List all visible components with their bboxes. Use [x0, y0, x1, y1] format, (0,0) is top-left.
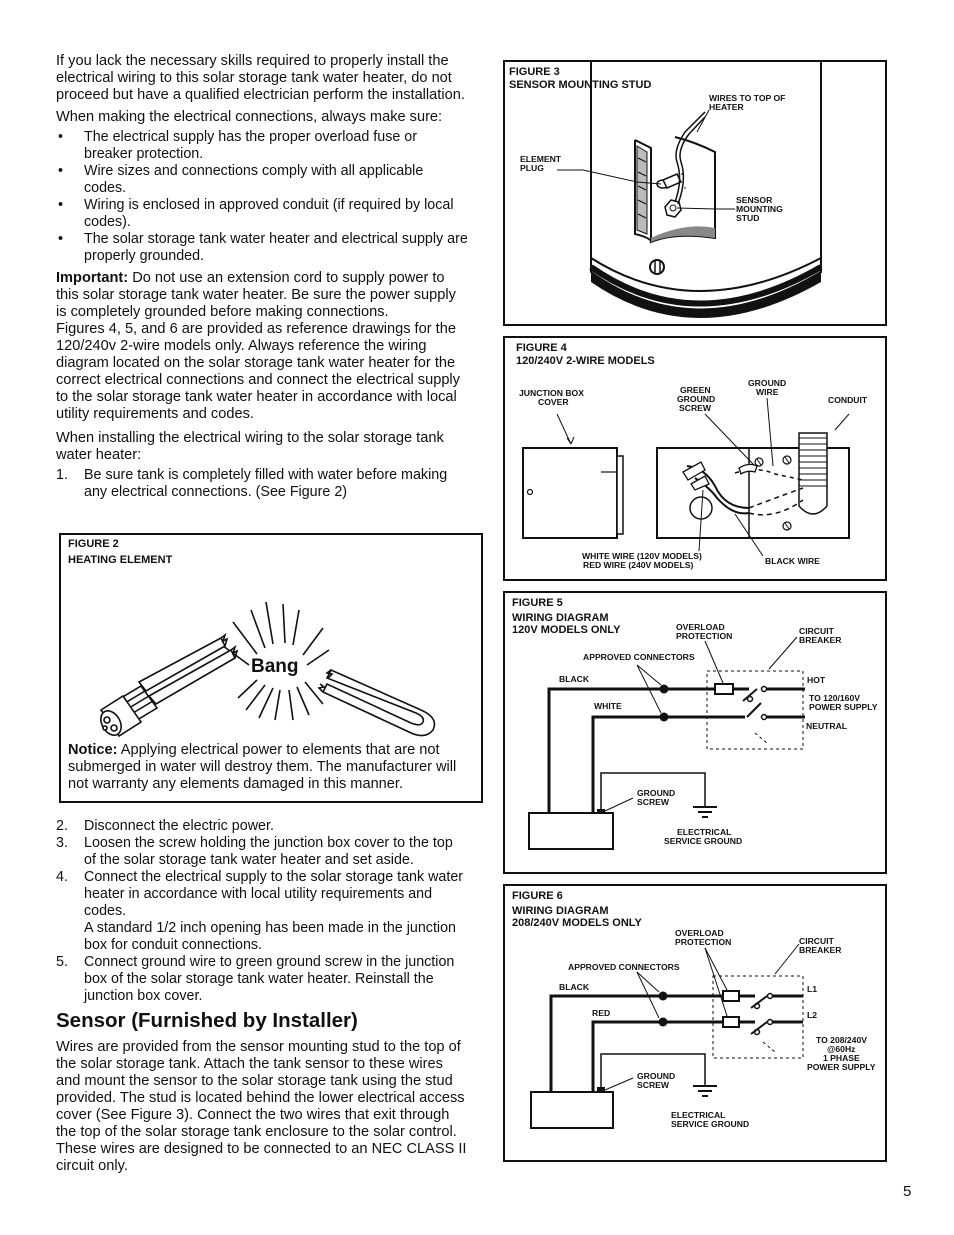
label-breaker-2: BREAKER — [799, 945, 842, 955]
requirements-list: •The electrical supply has the proper ov… — [56, 129, 468, 265]
label-sensor-3: STUD — [736, 213, 759, 223]
steps-list-b: 2.Disconnect the electric power. 3.Loose… — [56, 818, 468, 1005]
label-ground-screw-2: SCREW — [637, 797, 670, 807]
label-black: BLACK — [559, 982, 590, 992]
label-sensor-2: MOUNTING — [736, 204, 783, 214]
label-white-wire: WHITE WIRE (120V MODELS) — [582, 551, 702, 561]
sensor-heading: Sensor (Furnished by Installer) — [56, 1009, 358, 1032]
label-red: RED — [592, 1008, 610, 1018]
figure-number: FIGURE 5 — [512, 597, 563, 609]
label-green-screw-3: SCREW — [679, 403, 712, 413]
label-jb-cover: JUNCTION BOX — [519, 388, 584, 398]
list-item: 2.Disconnect the electric power. — [56, 818, 274, 834]
label-green-screw: GREEN — [680, 385, 711, 395]
figure-title-2: 208/240V MODELS ONLY — [512, 917, 642, 929]
label-conduit: CONDUIT — [828, 395, 868, 405]
label-ground-wire: GROUND — [748, 378, 786, 388]
label-element-plug-2: PLUG — [520, 163, 544, 173]
label-green-screw-2: GROUND — [677, 394, 715, 404]
label-to-supply-2: @60Hz — [827, 1044, 855, 1054]
label-connectors: APPROVED CONNECTORS — [568, 962, 680, 972]
list-item: •Wiring is enclosed in approved conduit … — [58, 197, 454, 230]
list-item: 4.Connect the electrical supply to the s… — [56, 869, 464, 919]
list-item: •Wire sizes and connections comply with … — [58, 163, 424, 196]
intro-paragraph: If you lack the necessary skills require… — [56, 53, 465, 103]
label-breaker-2: BREAKER — [799, 635, 842, 645]
label-l2: L2 — [807, 1010, 817, 1020]
label-black-wire: BLACK WIRE — [765, 556, 820, 566]
list-item: 5.Connect ground wire to green ground sc… — [56, 954, 455, 1004]
label-wires-top: WIRES TO TOP OF — [709, 93, 785, 103]
label-service-ground-2: SERVICE GROUND — [664, 836, 742, 846]
label-breaker: CIRCUIT — [799, 936, 835, 946]
label-red-wire: RED WIRE (240V MODELS) — [583, 560, 693, 570]
list-item: A standard 1/2 inch opening has been mad… — [84, 920, 456, 953]
make-sure-paragraph: When making the electrical connections, … — [56, 109, 443, 125]
label-overload-2: PROTECTION — [675, 937, 731, 947]
label-sensor: SENSOR — [736, 195, 773, 205]
important-label: Important: — [56, 270, 129, 286]
important-paragraph: Important: Do not use an extension cord … — [56, 270, 456, 320]
bang-label: Bang — [251, 656, 299, 677]
label-to-supply-2: POWER SUPPLY — [809, 702, 878, 712]
label-ground-wire-2: WIRE — [756, 387, 779, 397]
when-installing-paragraph: When installing the electrical wiring to… — [56, 430, 444, 463]
label-overload-2: PROTECTION — [676, 631, 732, 641]
figure-title-2: 120V MODELS ONLY — [512, 624, 621, 636]
left-column-lower: 2.Disconnect the electric power. 3.Loose… — [56, 818, 468, 1175]
figure-3: FIGURE 3 SENSOR MOUNTING STUD W — [503, 60, 887, 326]
figures-paragraph: Figures 4, 5, and 6 are provided as refe… — [56, 321, 460, 422]
figure-2: FIGURE 2 HEATING ELEMENT — [59, 533, 483, 803]
left-column: If you lack the necessary skills require… — [56, 53, 468, 501]
figure-title: 120/240V 2-WIRE MODELS — [516, 355, 655, 367]
list-item: •The solar storage tank water heater and… — [58, 231, 468, 264]
wiring-diagram-240v: OVERLOAD PROTECTION CIRCUIT BREAKER APPR… — [530, 928, 876, 1129]
figure-title: WIRING DIAGRAM — [512, 612, 609, 624]
label-connectors: APPROVED CONNECTORS — [583, 652, 695, 662]
label-l1: L1 — [807, 984, 817, 994]
label-ground-screw-2: SCREW — [637, 1080, 670, 1090]
figure-number: FIGURE 4 — [516, 342, 567, 354]
label-element-plug: ELEMENT — [520, 154, 562, 164]
figure-title: WIRING DIAGRAM — [512, 905, 609, 917]
label-to-supply: TO 208/240V — [816, 1035, 867, 1045]
list-item: 3.Loosen the screw holding the junction … — [56, 835, 453, 868]
label-service-ground: ELECTRICAL — [677, 827, 731, 837]
label-to-supply: TO 120/160V — [809, 693, 860, 703]
label-wires-top-2: HEATER — [709, 102, 744, 112]
sensor-paragraph: Wires are provided from the sensor mount… — [56, 1039, 467, 1174]
page-number: 5 — [903, 1183, 912, 1200]
label-hot: HOT — [807, 675, 826, 685]
figure-4: FIGURE 4 120/240V 2-WIRE MODELS — [503, 336, 887, 581]
wiring-diagram-120v: OVERLOAD PROTECTION CIRCUIT BREAKER APPR… — [528, 622, 878, 850]
label-service-ground-2: SERVICE GROUND — [671, 1119, 749, 1129]
steps-list-a: 1.Be sure tank is completely filled with… — [56, 467, 468, 501]
sensor-stud-illustration: WIRES TO TOP OF HEATER ELEMENT PLUG SENS… — [520, 62, 823, 318]
figure-5: FIGURE 5 WIRING DIAGRAM 120V MODELS ONLY — [503, 591, 887, 874]
notice-label: Notice: — [68, 742, 118, 758]
label-black: BLACK — [559, 674, 590, 684]
label-ground-screw: GROUND — [637, 1071, 675, 1081]
label-to-supply-4: POWER SUPPLY — [807, 1062, 876, 1072]
figure-6: FIGURE 6 WIRING DIAGRAM 208/240V MODELS … — [503, 884, 887, 1162]
heating-element-illustration: Bang — [99, 601, 436, 738]
list-item: •The electrical supply has the proper ov… — [58, 129, 417, 162]
label-overload: OVERLOAD — [676, 622, 725, 632]
figure-title: SENSOR MOUNTING STUD — [509, 79, 652, 91]
label-white: WHITE — [594, 701, 622, 711]
list-item: 1.Be sure tank is completely filled with… — [56, 467, 448, 500]
label-jb-cover-2: COVER — [538, 397, 569, 407]
label-to-supply-3: 1 PHASE — [823, 1053, 860, 1063]
label-service-ground: ELECTRICAL — [671, 1110, 725, 1120]
figure-number: FIGURE 3 — [509, 66, 560, 78]
label-ground-screw: GROUND — [637, 788, 675, 798]
figure-number: FIGURE 2 — [68, 538, 119, 550]
figure-title: HEATING ELEMENT — [68, 554, 173, 566]
label-breaker: CIRCUIT — [799, 626, 835, 636]
figure-number: FIGURE 6 — [512, 890, 563, 902]
label-neutral: NEUTRAL — [806, 721, 847, 731]
notice-paragraph: Notice: Applying electrical power to ele… — [68, 742, 457, 792]
junction-box-illustration: JUNCTION BOX COVER GREEN GROUND SCREW GR… — [519, 378, 868, 570]
label-overload: OVERLOAD — [675, 928, 724, 938]
